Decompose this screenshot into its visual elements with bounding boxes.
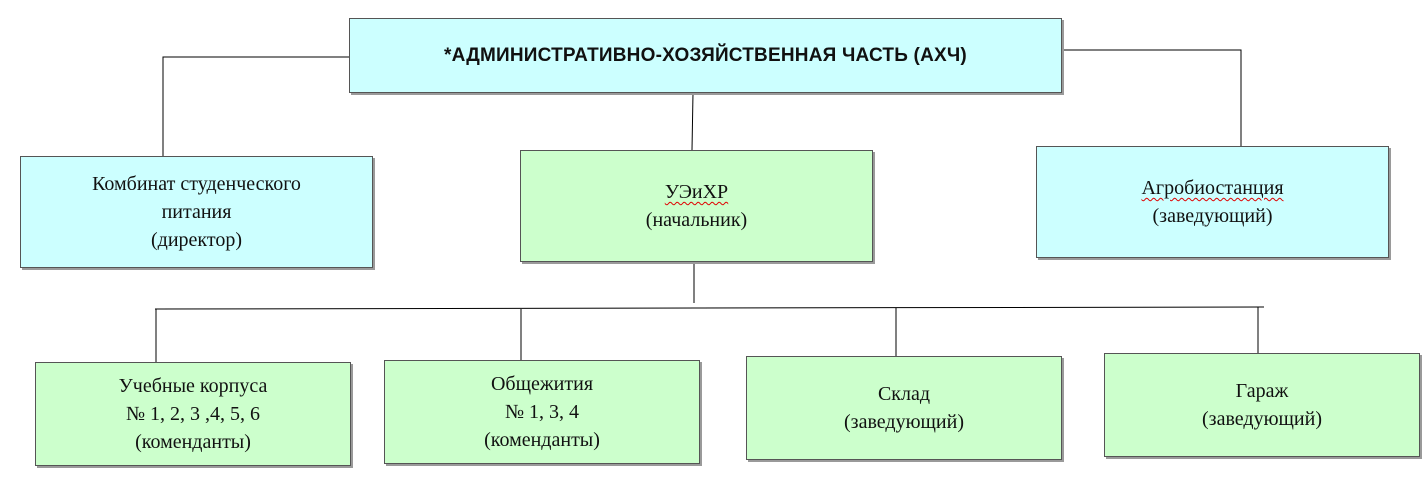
sklad-line-2: (заведующий) xyxy=(844,411,964,433)
kombinat-line-1: Комбинат студенческого xyxy=(92,173,301,195)
sklad-line-1: Склад xyxy=(877,383,931,405)
box-obshchezhitiya: Общежития № 1, 3, 4 (коменданты) xyxy=(384,360,700,464)
connector-root-to-agrobiostantsiya xyxy=(1062,49,1242,150)
obshchezhitiya-line-3: (коменданты) xyxy=(484,429,600,451)
obshchezhitiya-line-1: Общежития xyxy=(490,373,594,395)
box-kombinat-pitaniya: Комбинат студенческого питания (директор… xyxy=(20,156,373,268)
connector-bus xyxy=(154,306,1265,310)
korpusa-line-2: № 1, 2, 3 ,4, 5, 6 xyxy=(125,403,261,425)
garazh-line-1: Гараж xyxy=(1235,380,1289,402)
root-box-akhch: *АДМИНИСТРАТИВНО-ХОЗЯЙСТВЕННАЯ ЧАСТЬ (АХ… xyxy=(349,18,1062,93)
garazh-line-2: (заведующий) xyxy=(1202,408,1322,430)
ueikhr-line-2: (начальник) xyxy=(645,209,748,231)
obshchezhitiya-line-2: № 1, 3, 4 xyxy=(504,401,580,423)
agrobiostantsiya-line-1: Агробиостанция xyxy=(1141,177,1284,199)
connector-root-to-kombinat xyxy=(162,56,349,157)
ueikhr-line-1: УЭиХР xyxy=(664,181,729,203)
box-sklad: Склад (заведующий) xyxy=(746,356,1062,460)
korpusa-line-1: Учебные корпуса xyxy=(118,375,268,397)
connector-root-to-ueikhr xyxy=(691,92,694,151)
box-ueikhr: УЭиХР (начальник) xyxy=(520,150,873,262)
kombinat-line-3: (директор) xyxy=(150,229,242,251)
box-agrobiostantsiya: Агробиостанция (заведующий) xyxy=(1036,146,1389,258)
korpusa-line-3: (коменданты) xyxy=(135,431,251,453)
kombinat-line-2: питания xyxy=(161,201,232,223)
root-title: *АДМИНИСТРАТИВНО-ХОЗЯЙСТВЕННАЯ ЧАСТЬ (АХ… xyxy=(444,44,967,66)
box-garazh: Гараж (заведующий) xyxy=(1104,353,1420,457)
agrobiostantsiya-line-2: (заведующий) xyxy=(1152,205,1273,227)
box-uchebnye-korpusa: Учебные корпуса № 1, 2, 3 ,4, 5, 6 (коме… xyxy=(35,362,351,466)
